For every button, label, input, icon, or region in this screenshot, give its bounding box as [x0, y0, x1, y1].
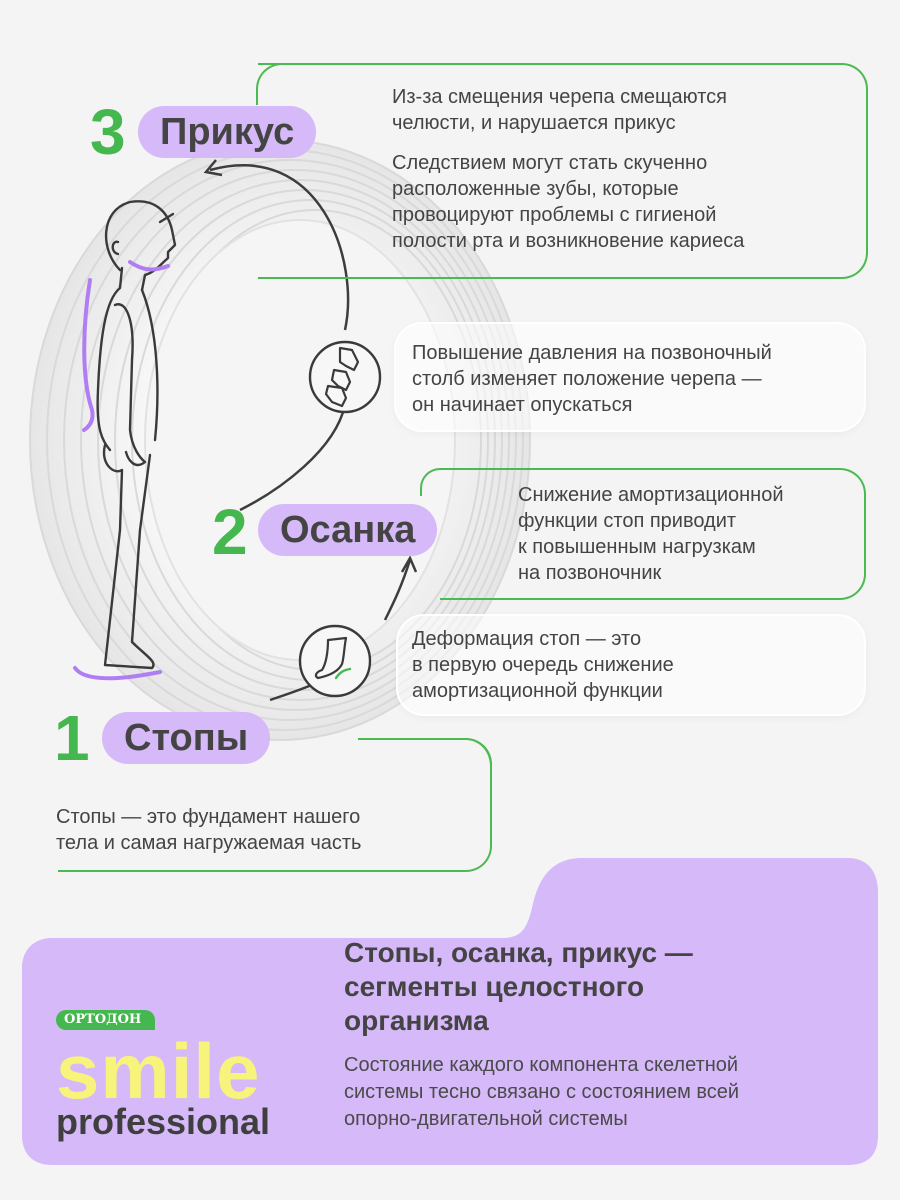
step-1-label-pill: Стопы [102, 712, 271, 764]
step-2-description-box [420, 468, 866, 600]
spine-note-box [394, 322, 866, 432]
foot-note-box [396, 614, 866, 716]
summary-description: Состояние каждого компонента скелетной с… [344, 1054, 740, 1130]
human-figure-illustration [73, 200, 177, 681]
summary-title: Стопы, осанка, прикус — сегменты целостн… [344, 937, 693, 1036]
foot-arch-icon [298, 624, 372, 698]
step-3-description: Из-за смещения черепа смещаются челюсти,… [392, 86, 745, 252]
foot-note-text: Деформация стоп — это в первую очередь с… [412, 628, 674, 702]
step-2-label-pill: Осанка [258, 504, 438, 556]
step-2-description: Снижение амортизационной функции стоп пр… [518, 484, 784, 584]
logo-smile-word: smile [56, 1027, 261, 1115]
brand-logo: ОРТОДОН smile professional [56, 1010, 270, 1140]
spine-note-text: Повышение давления на позвоночный столб … [412, 342, 772, 416]
logo-professional-word: professional [56, 1101, 271, 1142]
spine-vertebrae-icon [308, 340, 382, 414]
step-3-description-box [256, 63, 868, 279]
step-2-number: 2 [212, 496, 248, 568]
ortodon-badge: ОРТОДОН [56, 1010, 156, 1030]
step-3-number: 3 [90, 96, 126, 168]
summary-card-background [22, 858, 878, 1165]
step-1-description: Стопы — это фундамент нашего тела и сама… [56, 806, 362, 854]
step-3-label-pill: Прикус [138, 106, 317, 158]
